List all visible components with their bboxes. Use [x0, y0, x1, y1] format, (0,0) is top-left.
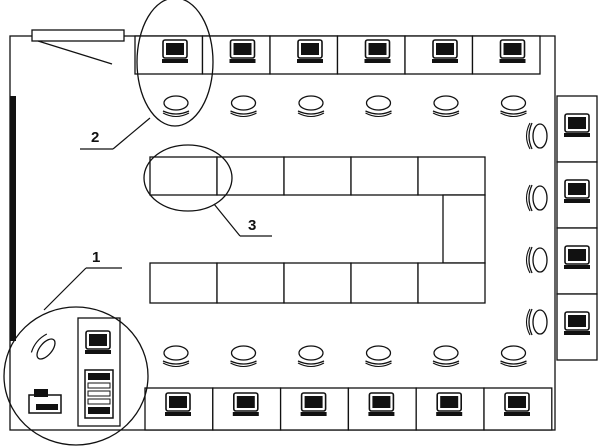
door-swing: [37, 40, 113, 65]
callout-2: 2: [80, 0, 214, 150]
table-segment: [216, 262, 285, 304]
monitor-icon: [503, 392, 531, 417]
monitor-icon: [563, 179, 591, 204]
monitor-icon: [299, 392, 328, 417]
callout-3: 3: [143, 144, 272, 237]
monitor-icon: [563, 113, 591, 138]
monitor-icon: [563, 311, 591, 336]
center-table-group: [149, 156, 486, 304]
monitor-icon: [435, 392, 464, 417]
monitor-icon: [367, 392, 396, 417]
monitor-icon: [232, 392, 260, 417]
table-segment: [149, 156, 218, 196]
monitor-icon: [563, 245, 591, 270]
board-wall: [10, 96, 16, 341]
table-segment: [417, 262, 486, 304]
bottom-workstation-row: [144, 387, 553, 431]
top-workstation-row: [134, 35, 541, 75]
callout-2-label: 2: [91, 129, 99, 146]
table-segment: [350, 262, 419, 304]
monitor-icon: [164, 392, 192, 417]
server-tower-icon: [84, 369, 114, 419]
teacher-chair-icon: [30, 333, 56, 360]
printer-icon: [28, 389, 62, 414]
monitor-icon: [363, 39, 392, 64]
callout-1: 1: [3, 249, 149, 446]
table-segment: [283, 262, 352, 304]
door: [31, 29, 125, 42]
table-segment: [350, 156, 419, 196]
table-connector: [442, 194, 486, 264]
teacher-monitor-icon: [84, 330, 112, 355]
monitor-icon: [161, 39, 189, 64]
monitor-icon: [228, 39, 257, 64]
monitor-icon: [498, 39, 527, 64]
table-segment: [149, 262, 218, 304]
callout-1-label: 1: [92, 249, 100, 266]
teacher-station: [28, 317, 121, 427]
table-segment: [283, 156, 352, 196]
right-workstation-column: [556, 95, 598, 361]
monitor-icon: [431, 39, 459, 64]
callout-3-label: 3: [248, 217, 256, 234]
monitor-icon: [296, 39, 324, 64]
table-segment: [417, 156, 486, 196]
